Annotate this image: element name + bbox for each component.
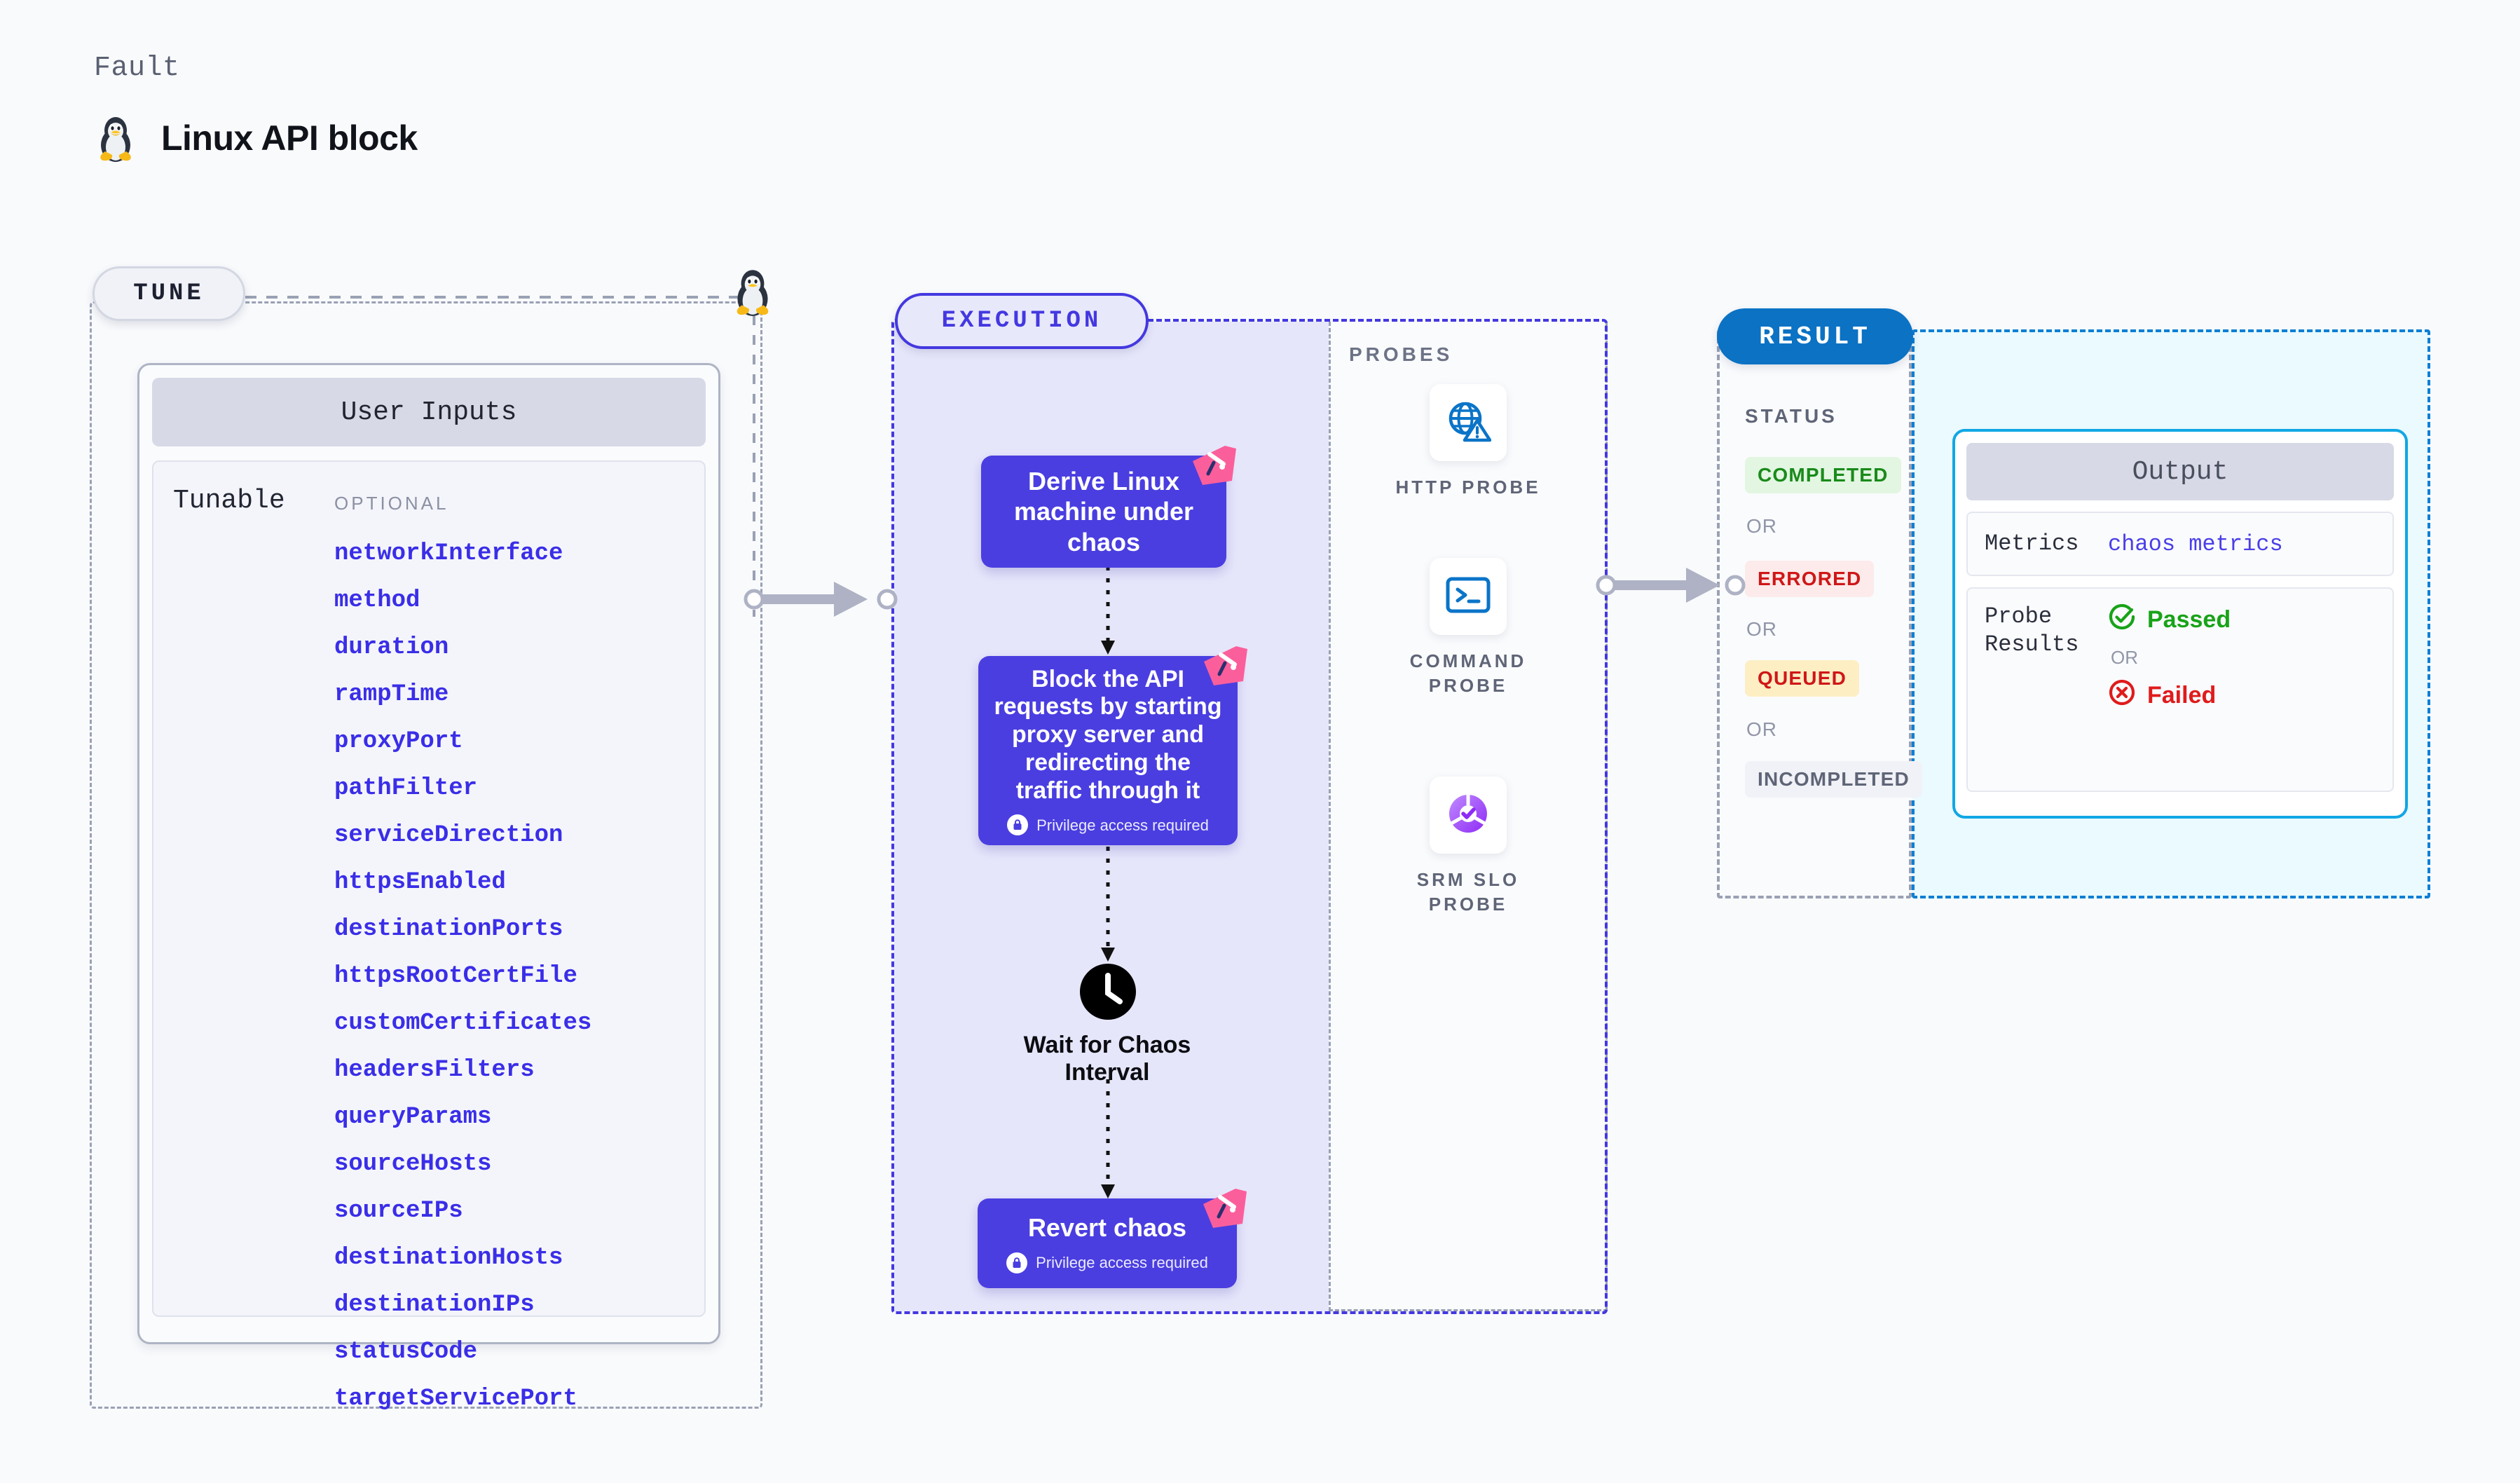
page-title: Linux API block <box>161 118 418 158</box>
tunable-item[interactable]: httpsRootCertFile <box>334 963 577 990</box>
status-badge-incompleted: INCOMPLETED <box>1745 761 1922 798</box>
status-badge-completed: COMPLETED <box>1745 457 1901 493</box>
probe-label-command: COMMAND PROBE <box>1409 650 1527 697</box>
probe-card-srm-slo[interactable] <box>1430 777 1507 854</box>
linux-penguin-icon <box>94 112 137 164</box>
tunable-item[interactable]: headersFilters <box>334 1057 535 1084</box>
x-circle-icon <box>2108 678 2136 713</box>
linux-penguin-marker-icon <box>730 265 775 322</box>
tunable-item[interactable]: customCertificates <box>334 1010 592 1037</box>
probe-card-http[interactable] <box>1430 384 1507 461</box>
execution-to-result-arrow <box>1596 568 1746 603</box>
flow-connector-1 <box>1101 566 1115 655</box>
tunable-item[interactable]: serviceDirection <box>334 822 563 849</box>
tunable-group-label: Tunable <box>173 486 285 516</box>
flow-node-revert-chaos[interactable]: Revert chaos Privilege access required <box>978 1189 1247 1288</box>
probes-section-label: PROBES <box>1349 343 1453 365</box>
flow-connector-3 <box>1101 1079 1115 1198</box>
status-section-label: STATUS <box>1745 405 1837 427</box>
page-title-row: Linux API block <box>94 112 418 164</box>
metrics-key: Metrics <box>1985 531 2079 556</box>
chaos-flag-icon <box>1193 446 1236 485</box>
tunable-item[interactable]: sourceIPs <box>334 1198 463 1224</box>
tunable-item[interactable]: httpsEnabled <box>334 869 506 896</box>
tunable-item[interactable]: destinationPorts <box>334 916 563 943</box>
output-row-metrics: Metrics chaos metrics <box>1966 512 2394 576</box>
linux-vertical-dashed-line <box>753 315 755 617</box>
page-eyebrow: Fault <box>94 53 180 84</box>
chaos-flag-icon <box>1204 646 1247 685</box>
flow-node-wait-interval-label: Wait for Chaos Interval <box>1023 1032 1191 1086</box>
probe-result-passed: Passed <box>2108 603 2231 637</box>
tunable-item[interactable]: pathFilter <box>334 775 478 802</box>
user-inputs-card: User Inputs Tunable OPTIONAL networkInte… <box>137 363 720 1412</box>
result-pill-label: RESULT <box>1717 308 1913 364</box>
lock-icon <box>1007 814 1029 836</box>
probe-result-passed-label: Passed <box>2147 606 2231 633</box>
output-row-probe-results: Probe Results Passed OR <box>1966 587 2394 792</box>
tunable-item[interactable]: destinationHosts <box>334 1245 563 1271</box>
probe-card-command[interactable] <box>1430 558 1507 635</box>
probe-results-key: Probe Results <box>1985 603 2079 657</box>
metrics-value-link[interactable]: chaos metrics <box>2108 531 2283 557</box>
tunable-item[interactable]: queryParams <box>334 1104 492 1130</box>
tunable-item[interactable]: rampTime <box>334 681 449 708</box>
probe-result-failed-label: Failed <box>2147 682 2217 709</box>
flow-node-label: Derive Linux machine under chaos <box>1013 467 1194 556</box>
probe-label-srm-slo: SRM SLO PROBE <box>1416 869 1520 915</box>
user-inputs-title: User Inputs <box>152 378 706 446</box>
tunable-list: networkInterface method duration rampTime pr… <box>334 540 591 1433</box>
flow-node-derive-machine[interactable]: Derive Linux machine under chaos <box>981 446 1236 568</box>
slo-donut-check-icon <box>1445 792 1491 839</box>
status-or-2: OR <box>1746 618 1777 640</box>
clock-icon <box>1078 962 1138 1022</box>
tunable-item[interactable]: statusCode <box>334 1339 478 1365</box>
tunable-item[interactable]: destinationIPs <box>334 1292 535 1318</box>
optional-label: OPTIONAL <box>334 493 449 514</box>
probe-result-or: OR <box>2111 647 2138 668</box>
tune-section <box>90 301 762 1409</box>
privilege-badge-text: Privilege access required <box>1036 816 1209 834</box>
tune-to-linux-dashed-line <box>245 296 748 299</box>
tune-pill-label: TUNE <box>93 266 245 321</box>
tunable-item[interactable]: sourceHosts <box>334 1151 492 1177</box>
terminal-icon <box>1446 577 1491 617</box>
tunable-item[interactable]: method <box>334 587 420 614</box>
tunable-item[interactable]: duration <box>334 634 449 661</box>
flow-node-label: Block the API requests by starting proxy… <box>994 665 1222 804</box>
privilege-badge: Privilege access required <box>1006 1252 1208 1273</box>
result-status-section <box>1717 329 1912 898</box>
lock-icon <box>1006 1252 1028 1273</box>
status-or-3: OR <box>1746 718 1777 740</box>
status-badge-errored: ERRORED <box>1745 561 1875 597</box>
tunable-group: Tunable OPTIONAL networkInterface method d… <box>152 460 706 1412</box>
tunable-item[interactable]: proxyPort <box>334 728 463 755</box>
output-title: Output <box>1966 443 2394 500</box>
flow-connector-2 <box>1101 847 1115 962</box>
output-card: Output Metrics chaos metrics Probe Resul… <box>1952 429 2408 819</box>
chaos-flag-icon <box>1203 1189 1247 1228</box>
check-circle-icon <box>2108 603 2136 637</box>
execution-section <box>891 319 1608 1314</box>
privilege-badge-text: Privilege access required <box>1036 1254 1208 1271</box>
execution-pill-label: EXECUTION <box>895 293 1149 349</box>
tunable-item[interactable]: targetServicePort <box>334 1386 577 1412</box>
status-badge-queued: QUEUED <box>1745 660 1859 697</box>
probe-result-failed: Failed <box>2108 678 2231 713</box>
flow-node-block-api[interactable]: Block the API requests by starting proxy… <box>978 646 1247 845</box>
globe-warning-icon <box>1445 399 1492 446</box>
flow-node-label: Revert chaos <box>1027 1213 1187 1242</box>
status-or-1: OR <box>1746 515 1777 537</box>
tune-to-execution-arrow <box>744 582 898 617</box>
privilege-badge: Privilege access required <box>1007 814 1209 836</box>
probe-label-http: HTTP PROBE <box>1395 477 1541 498</box>
tunable-item[interactable]: networkInterface <box>334 540 563 567</box>
